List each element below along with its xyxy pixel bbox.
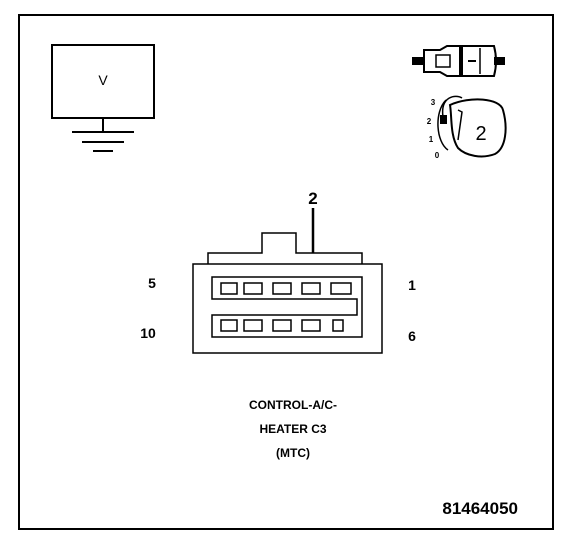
pin-7 [301, 319, 321, 332]
connector-face: 2 5 1 10 6 [140, 189, 416, 354]
terminal-pin-icon: 3 2 1 0 2 [427, 95, 507, 160]
pin-position-2-label: 2 [427, 117, 432, 126]
voltmeter-label: V [98, 72, 108, 88]
pin-position-0-label: 0 [435, 151, 440, 160]
pin-4 [243, 282, 263, 295]
pin-5 [220, 282, 238, 295]
figure-border [18, 14, 554, 530]
connector-plug-icon [412, 45, 505, 77]
callout-pin-label: 2 [308, 189, 317, 208]
connector-caption: CONTROL-A/C- HEATER C3 (MTC) [249, 398, 337, 460]
pin-reference-label: 2 [475, 123, 486, 145]
figure-id: 81464050 [442, 499, 518, 518]
label-pin-10: 10 [140, 325, 156, 341]
pin-10 [220, 319, 238, 332]
pin-8 [272, 319, 292, 332]
pin-9 [243, 319, 263, 332]
pin-position-1-label: 1 [429, 135, 434, 144]
connector-latch [207, 232, 363, 264]
label-pin-5: 5 [148, 275, 156, 291]
caption-line-1: CONTROL-A/C- [249, 398, 337, 412]
voltmeter-symbol: V [51, 44, 155, 152]
pin-2 [301, 282, 321, 295]
pin-3 [272, 282, 292, 295]
pin-1 [330, 282, 352, 295]
label-pin-6: 6 [408, 328, 416, 344]
label-pin-1: 1 [408, 277, 416, 293]
caption-line-3: (MTC) [276, 446, 310, 460]
pin-position-3-label: 3 [431, 98, 436, 107]
caption-line-2: HEATER C3 [259, 422, 326, 436]
pin-6 [332, 319, 344, 332]
ground-icon [72, 118, 134, 152]
